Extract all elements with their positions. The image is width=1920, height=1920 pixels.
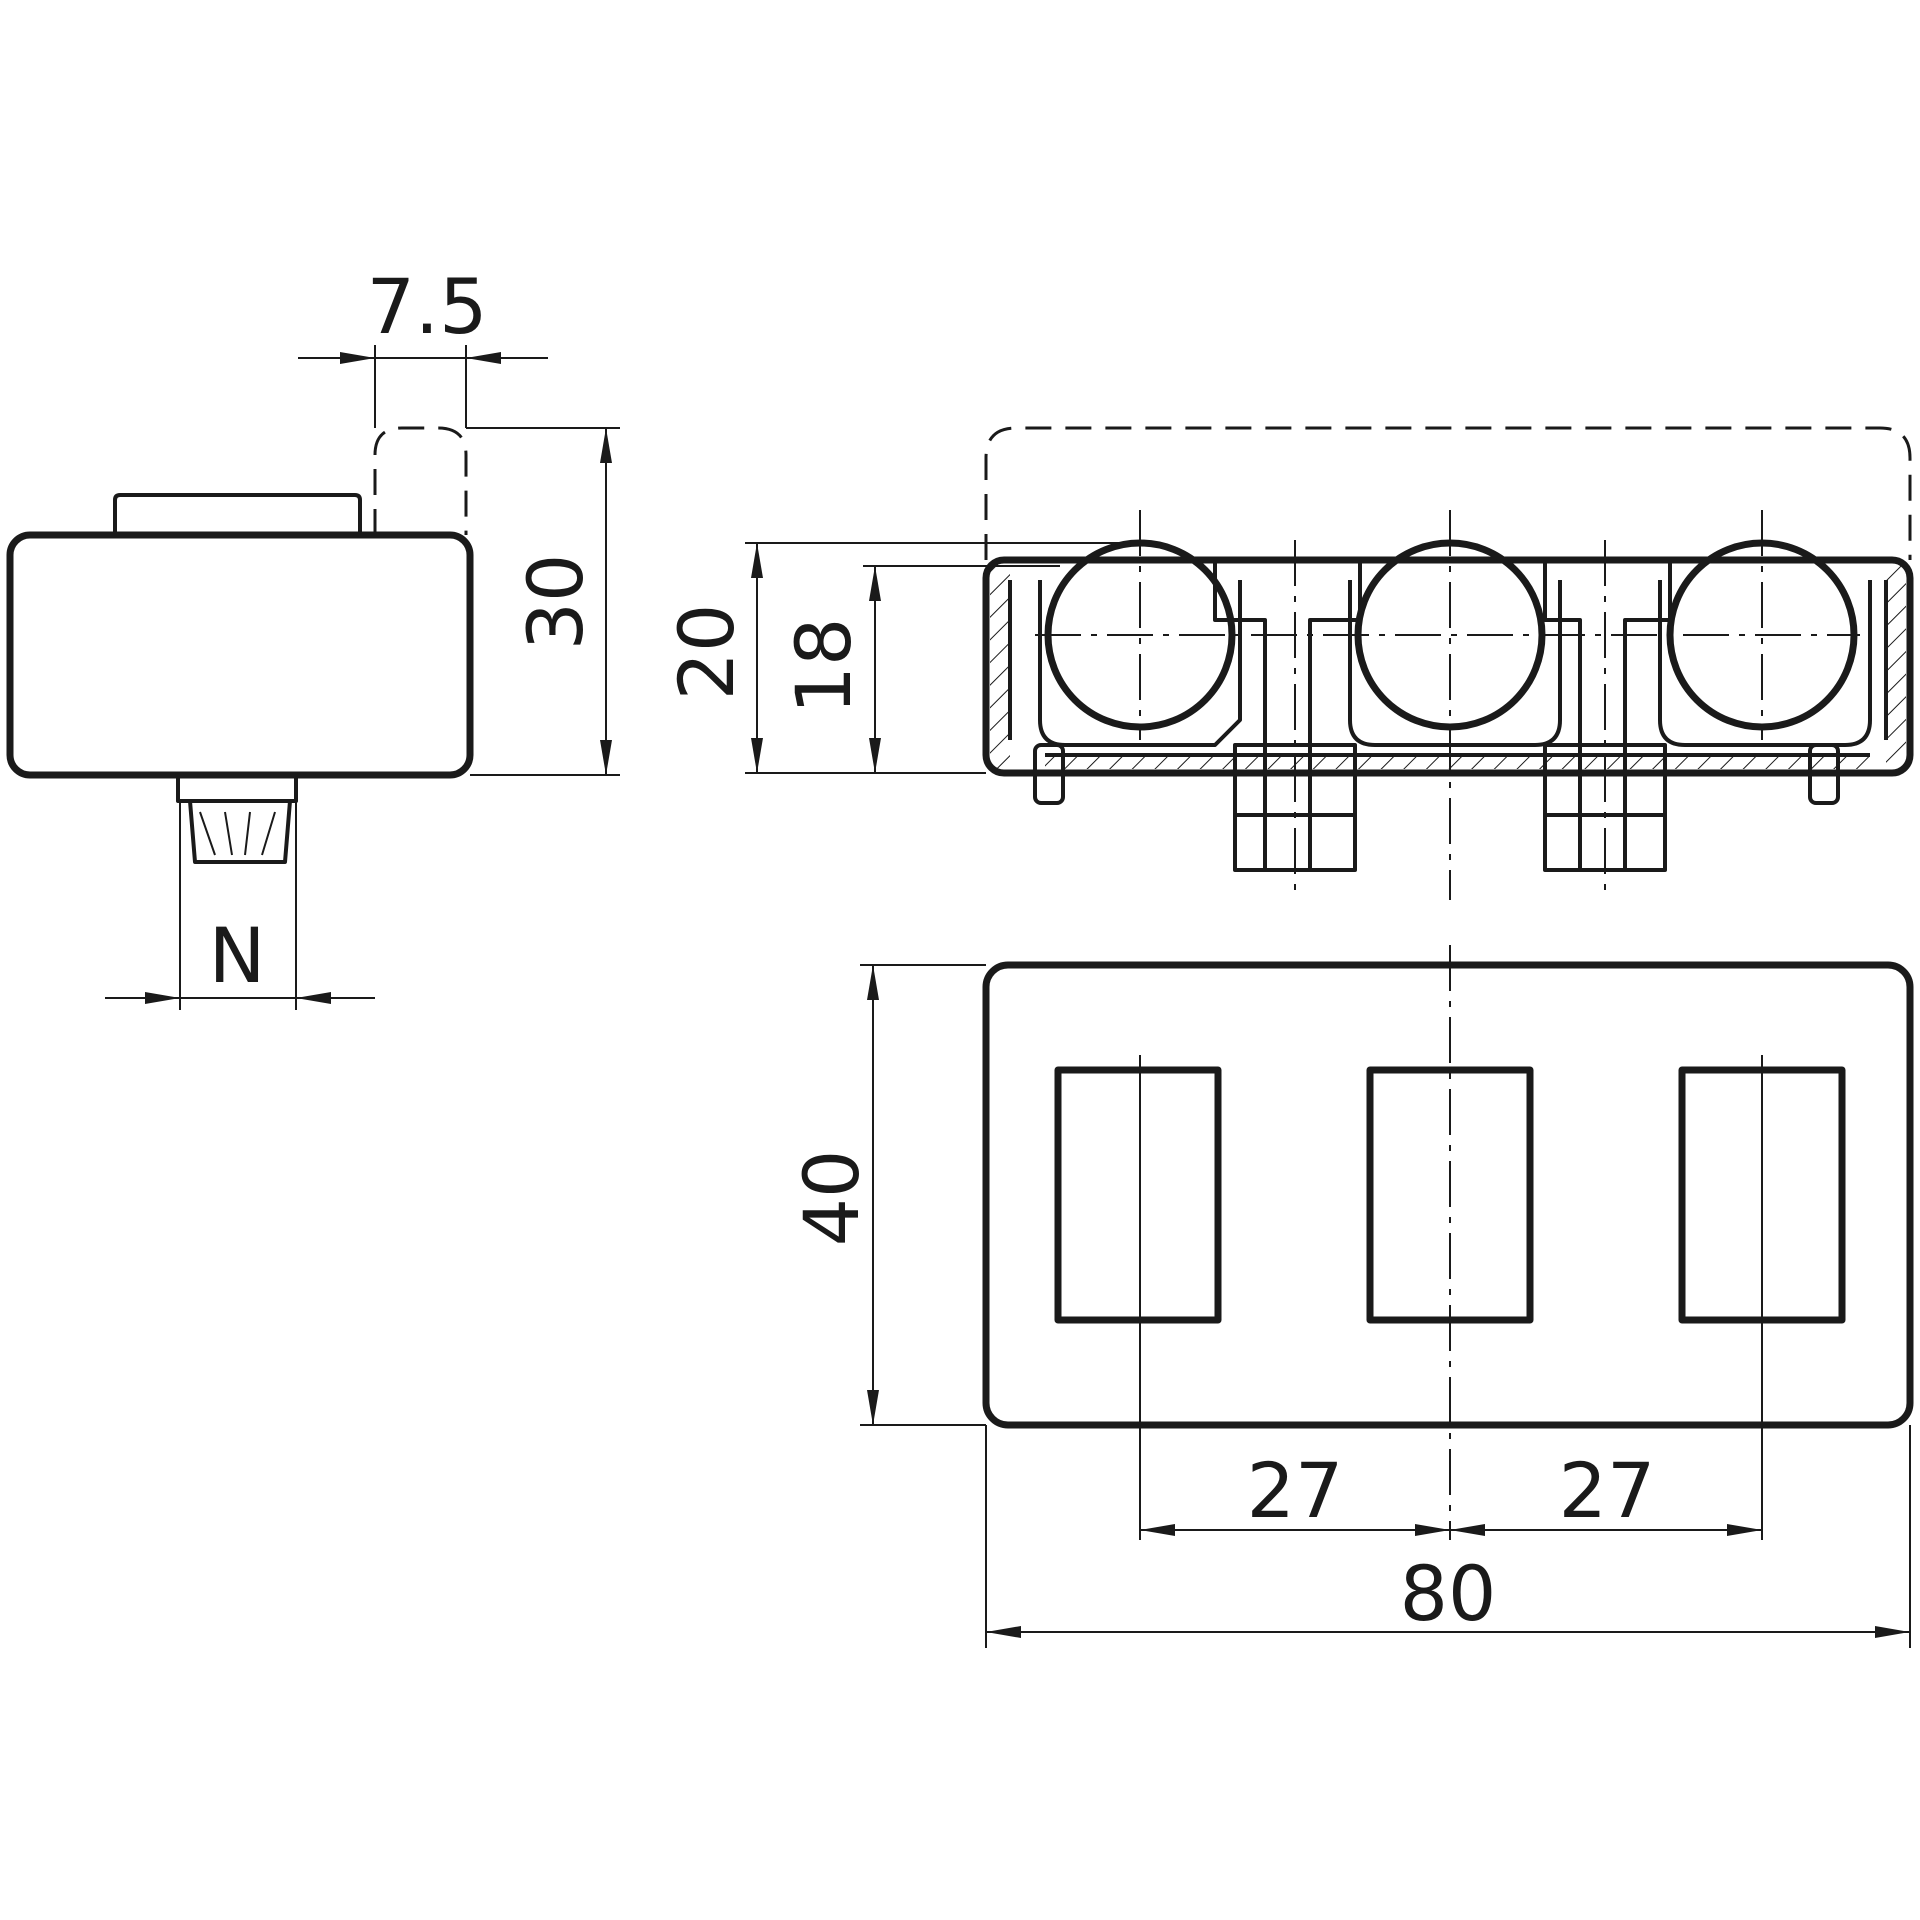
dim-30-arrow-top (600, 428, 612, 463)
dim-30-arrow-bottom (600, 740, 612, 775)
dim-n-arrow-left (145, 992, 180, 1004)
dim-7-5-arrow-right (466, 352, 501, 364)
section-bridge-right (1543, 558, 1672, 872)
section-conductor-dashed (984, 426, 1912, 560)
dim-27-left-label: 27 (1247, 1446, 1344, 1535)
dim-27-right-label: 27 (1559, 1446, 1656, 1535)
dim-80-arrow-left (986, 1626, 1021, 1638)
dim-20-arrow-bottom (751, 738, 763, 773)
side-conductor-dashed (373, 426, 468, 535)
section-wall-hatch-left (990, 562, 1010, 770)
side-bolt (188, 800, 292, 864)
dim-18-label: 18 (779, 618, 868, 715)
side-view: 7.5 30 N (6, 262, 620, 1010)
pin-left (1033, 743, 1065, 805)
dim-27-left-arrow-left (1140, 1524, 1175, 1536)
dim-80-label: 80 (1400, 1549, 1497, 1638)
section-saddle-2 (1348, 580, 1562, 747)
side-nut (176, 773, 298, 803)
plan-window-2 (1366, 1066, 1534, 1324)
dim-n-label: N (209, 911, 266, 1000)
dim-18-arrow-top (869, 566, 881, 601)
dim-27-left-arrow-right (1415, 1524, 1450, 1536)
side-body (6, 531, 474, 779)
section-housing (982, 556, 1914, 777)
section-housing-inner-walls (1008, 580, 1888, 740)
dim-40-arrow-top (867, 965, 879, 1000)
dim-18-arrow-bottom (869, 738, 881, 773)
plan-base-plate (982, 961, 1914, 1429)
dim-40-arrow-bottom (867, 1390, 879, 1425)
section-view: 20 18 (662, 426, 1914, 900)
section-bottom-rail-hatch (1045, 755, 1870, 769)
section-saddle-1 (1038, 580, 1242, 747)
dim-30-label: 30 (511, 554, 600, 651)
section-saddle-3 (1658, 580, 1872, 747)
dim-20-arrow-top (751, 543, 763, 578)
dim-20-label: 20 (662, 604, 751, 701)
plan-window-1 (1054, 1066, 1222, 1324)
dim-7-5-label: 7.5 (367, 262, 488, 351)
side-bolt-thread (199, 811, 276, 856)
pin-right (1808, 743, 1840, 805)
plan-view: 40 27 27 80 (787, 945, 1914, 1648)
dim-40-label: 40 (787, 1150, 876, 1247)
dim-n-arrow-right (296, 992, 331, 1004)
side-top-tab (113, 493, 362, 535)
dim-27-right-arrow-right (1727, 1524, 1762, 1536)
dim-7-5-arrow-left (340, 352, 375, 364)
dim-27-right-arrow-left (1450, 1524, 1485, 1536)
section-wall-hatch-right (1886, 562, 1906, 770)
dim-80-arrow-right (1875, 1626, 1910, 1638)
